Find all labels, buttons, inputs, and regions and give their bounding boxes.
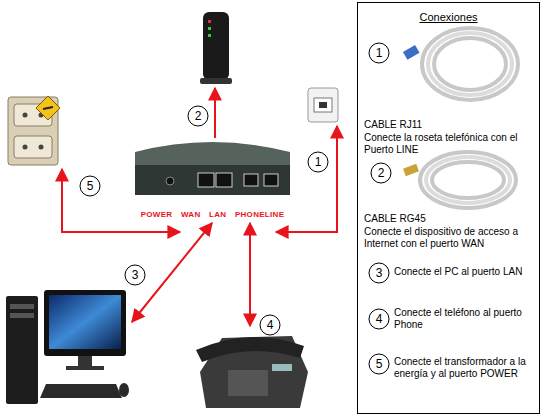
step-description: Conecte el PC al puerto LAN <box>394 266 538 278</box>
router-illustration <box>135 142 290 195</box>
drive-bay <box>10 304 34 309</box>
circle-shape <box>80 176 100 196</box>
callout-number: 4 <box>376 313 383 325</box>
phone-handset <box>196 337 304 362</box>
panel-heading: Conexiones <box>358 3 539 23</box>
legend-number: 4 <box>368 308 390 330</box>
callout-number: 2 <box>195 110 202 122</box>
wan-arrow <box>214 88 216 138</box>
callout-circle: 1 <box>307 151 329 173</box>
cable-name: CABLE RJ11 <box>364 119 536 131</box>
circle-shape <box>188 106 208 126</box>
modem-body <box>203 12 229 80</box>
cable-name: CABLE RG45 <box>364 213 536 225</box>
callout-number: 2 <box>378 167 385 179</box>
cable-coil <box>420 152 516 208</box>
callout-number: 1 <box>376 47 383 59</box>
socket-face <box>314 98 332 112</box>
callout-number: 3 <box>132 269 139 281</box>
phone-arrow <box>249 223 251 326</box>
telephone-icon <box>196 336 308 408</box>
plug-symbol <box>43 107 53 109</box>
router-front <box>135 165 290 195</box>
keyboard <box>40 384 122 398</box>
outlet-face <box>14 136 52 158</box>
step-description: Conecte el transformador a la energía y … <box>394 356 538 380</box>
socket-body <box>308 88 338 122</box>
circle-shape <box>125 265 145 285</box>
cable-coil <box>432 162 504 198</box>
line-arrow <box>276 126 337 232</box>
warning-sign <box>36 96 60 120</box>
monitor-base <box>66 366 104 370</box>
power-jack <box>166 177 174 185</box>
cable-rg45-icon <box>403 152 516 208</box>
modem-icon <box>200 12 232 84</box>
lan-port <box>216 173 232 187</box>
line-port <box>264 174 278 186</box>
cable-rj11-icon <box>403 28 518 100</box>
circle-shape <box>371 163 391 183</box>
modem-base <box>200 78 232 84</box>
monitor-screen <box>49 295 121 349</box>
outlet-hole <box>23 113 28 118</box>
callout-number: 5 <box>87 180 94 192</box>
callout-number: 1 <box>315 156 322 168</box>
drive-bay <box>10 313 34 318</box>
legend-number: 1 <box>368 42 390 64</box>
mouse <box>119 383 129 397</box>
modem-light <box>208 20 211 23</box>
step-description: Conecte el teléfono al puerto Phone <box>394 307 538 331</box>
connection-arrows <box>62 88 337 326</box>
modem-light <box>208 34 211 37</box>
outlet-hole <box>39 145 44 150</box>
socket-hole <box>319 102 327 108</box>
cable-description: Conecte la roseta telefónica con el Puer… <box>364 132 538 156</box>
callout-circle: 5 <box>79 175 101 197</box>
cable-coil <box>428 33 512 95</box>
connections-panel: Conexiones 1 2 3 4 5 <box>357 2 540 414</box>
outlet-hole <box>23 145 28 150</box>
cable-description: Conecte el dispositivo de acceso a Inter… <box>364 226 538 250</box>
circle-shape <box>369 263 389 283</box>
legend-number: 2 <box>370 162 392 184</box>
wan-port <box>198 173 214 187</box>
cable-coil <box>434 38 506 90</box>
outlet-plate <box>8 97 58 165</box>
cable-plug <box>403 45 420 60</box>
pc-icon <box>6 290 129 404</box>
phone-display <box>272 364 292 371</box>
callout-circle: 3 <box>124 264 146 286</box>
router-top <box>135 142 290 166</box>
circle-shape <box>260 315 280 335</box>
callout-circle: 2 <box>187 105 209 127</box>
callout-number: 5 <box>376 358 383 370</box>
port-names: POWER WAN LAN PHONELINE <box>141 210 285 219</box>
modem-light <box>208 27 211 30</box>
power-arrow <box>62 169 180 232</box>
callout-number: 4 <box>267 319 274 331</box>
legend-number: 5 <box>368 353 390 375</box>
monitor-frame <box>44 290 126 356</box>
cable-coil <box>426 157 510 203</box>
phone-socket-icon <box>308 88 338 122</box>
phone-port <box>244 174 258 186</box>
callout-circle: 4 <box>259 314 281 336</box>
cable-plug <box>403 164 419 176</box>
circle-shape <box>308 152 328 172</box>
callout-number: 3 <box>376 267 383 279</box>
circle-shape <box>369 309 389 329</box>
legend-number: 3 <box>368 262 390 284</box>
power-outlet-icon <box>8 96 60 165</box>
cable-coil <box>422 28 518 100</box>
pc-tower <box>6 296 38 404</box>
circle-shape <box>369 354 389 374</box>
keypad <box>228 370 268 396</box>
router-box: POWER WAN LAN PHONELINE <box>130 140 295 222</box>
circle-shape <box>369 43 389 63</box>
